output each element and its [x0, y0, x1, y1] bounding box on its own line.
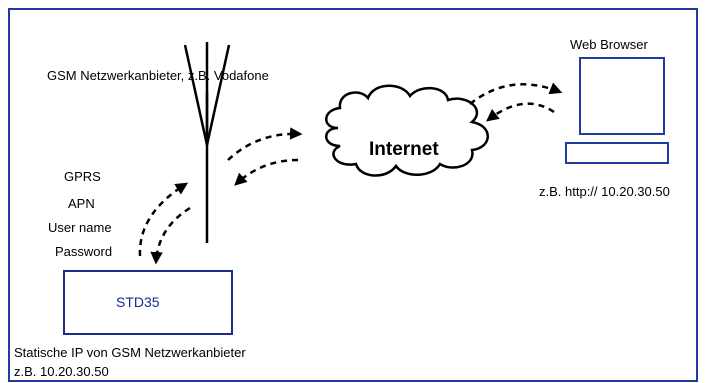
user-name-label: User name	[48, 220, 112, 235]
gsm-provider-label: GSM Netzwerkanbieter, z.B. Vodafone	[47, 68, 269, 83]
browser-url-label: z.B. http:// 10.20.30.50	[539, 184, 670, 199]
arrow-antenna-to-device	[150, 206, 191, 265]
arrow-antenna-to-cloud	[227, 127, 303, 161]
arrow-cloud-to-computer	[469, 82, 563, 105]
diagram-frame	[8, 8, 698, 382]
computer-icon	[565, 57, 669, 164]
gprs-label: GPRS	[64, 169, 101, 184]
device-label: STD35	[116, 294, 160, 310]
std35-device-box	[63, 270, 233, 335]
static-ip-example-label: z.B. 10.20.30.50	[14, 364, 109, 379]
arrow-device-to-antenna	[138, 182, 189, 257]
static-ip-label: Statische IP von GSM Netzwerkanbieter	[14, 345, 246, 360]
arrow-computer-to-cloud	[486, 102, 555, 122]
password-label: Password	[55, 244, 113, 259]
apn-label: APN	[68, 196, 95, 211]
web-browser-label: Web Browser	[570, 37, 648, 52]
arrow-cloud-to-antenna	[234, 158, 299, 186]
internet-label: Internet	[369, 139, 439, 160]
antenna-icon	[183, 42, 231, 243]
internet-cloud-icon	[325, 84, 489, 177]
